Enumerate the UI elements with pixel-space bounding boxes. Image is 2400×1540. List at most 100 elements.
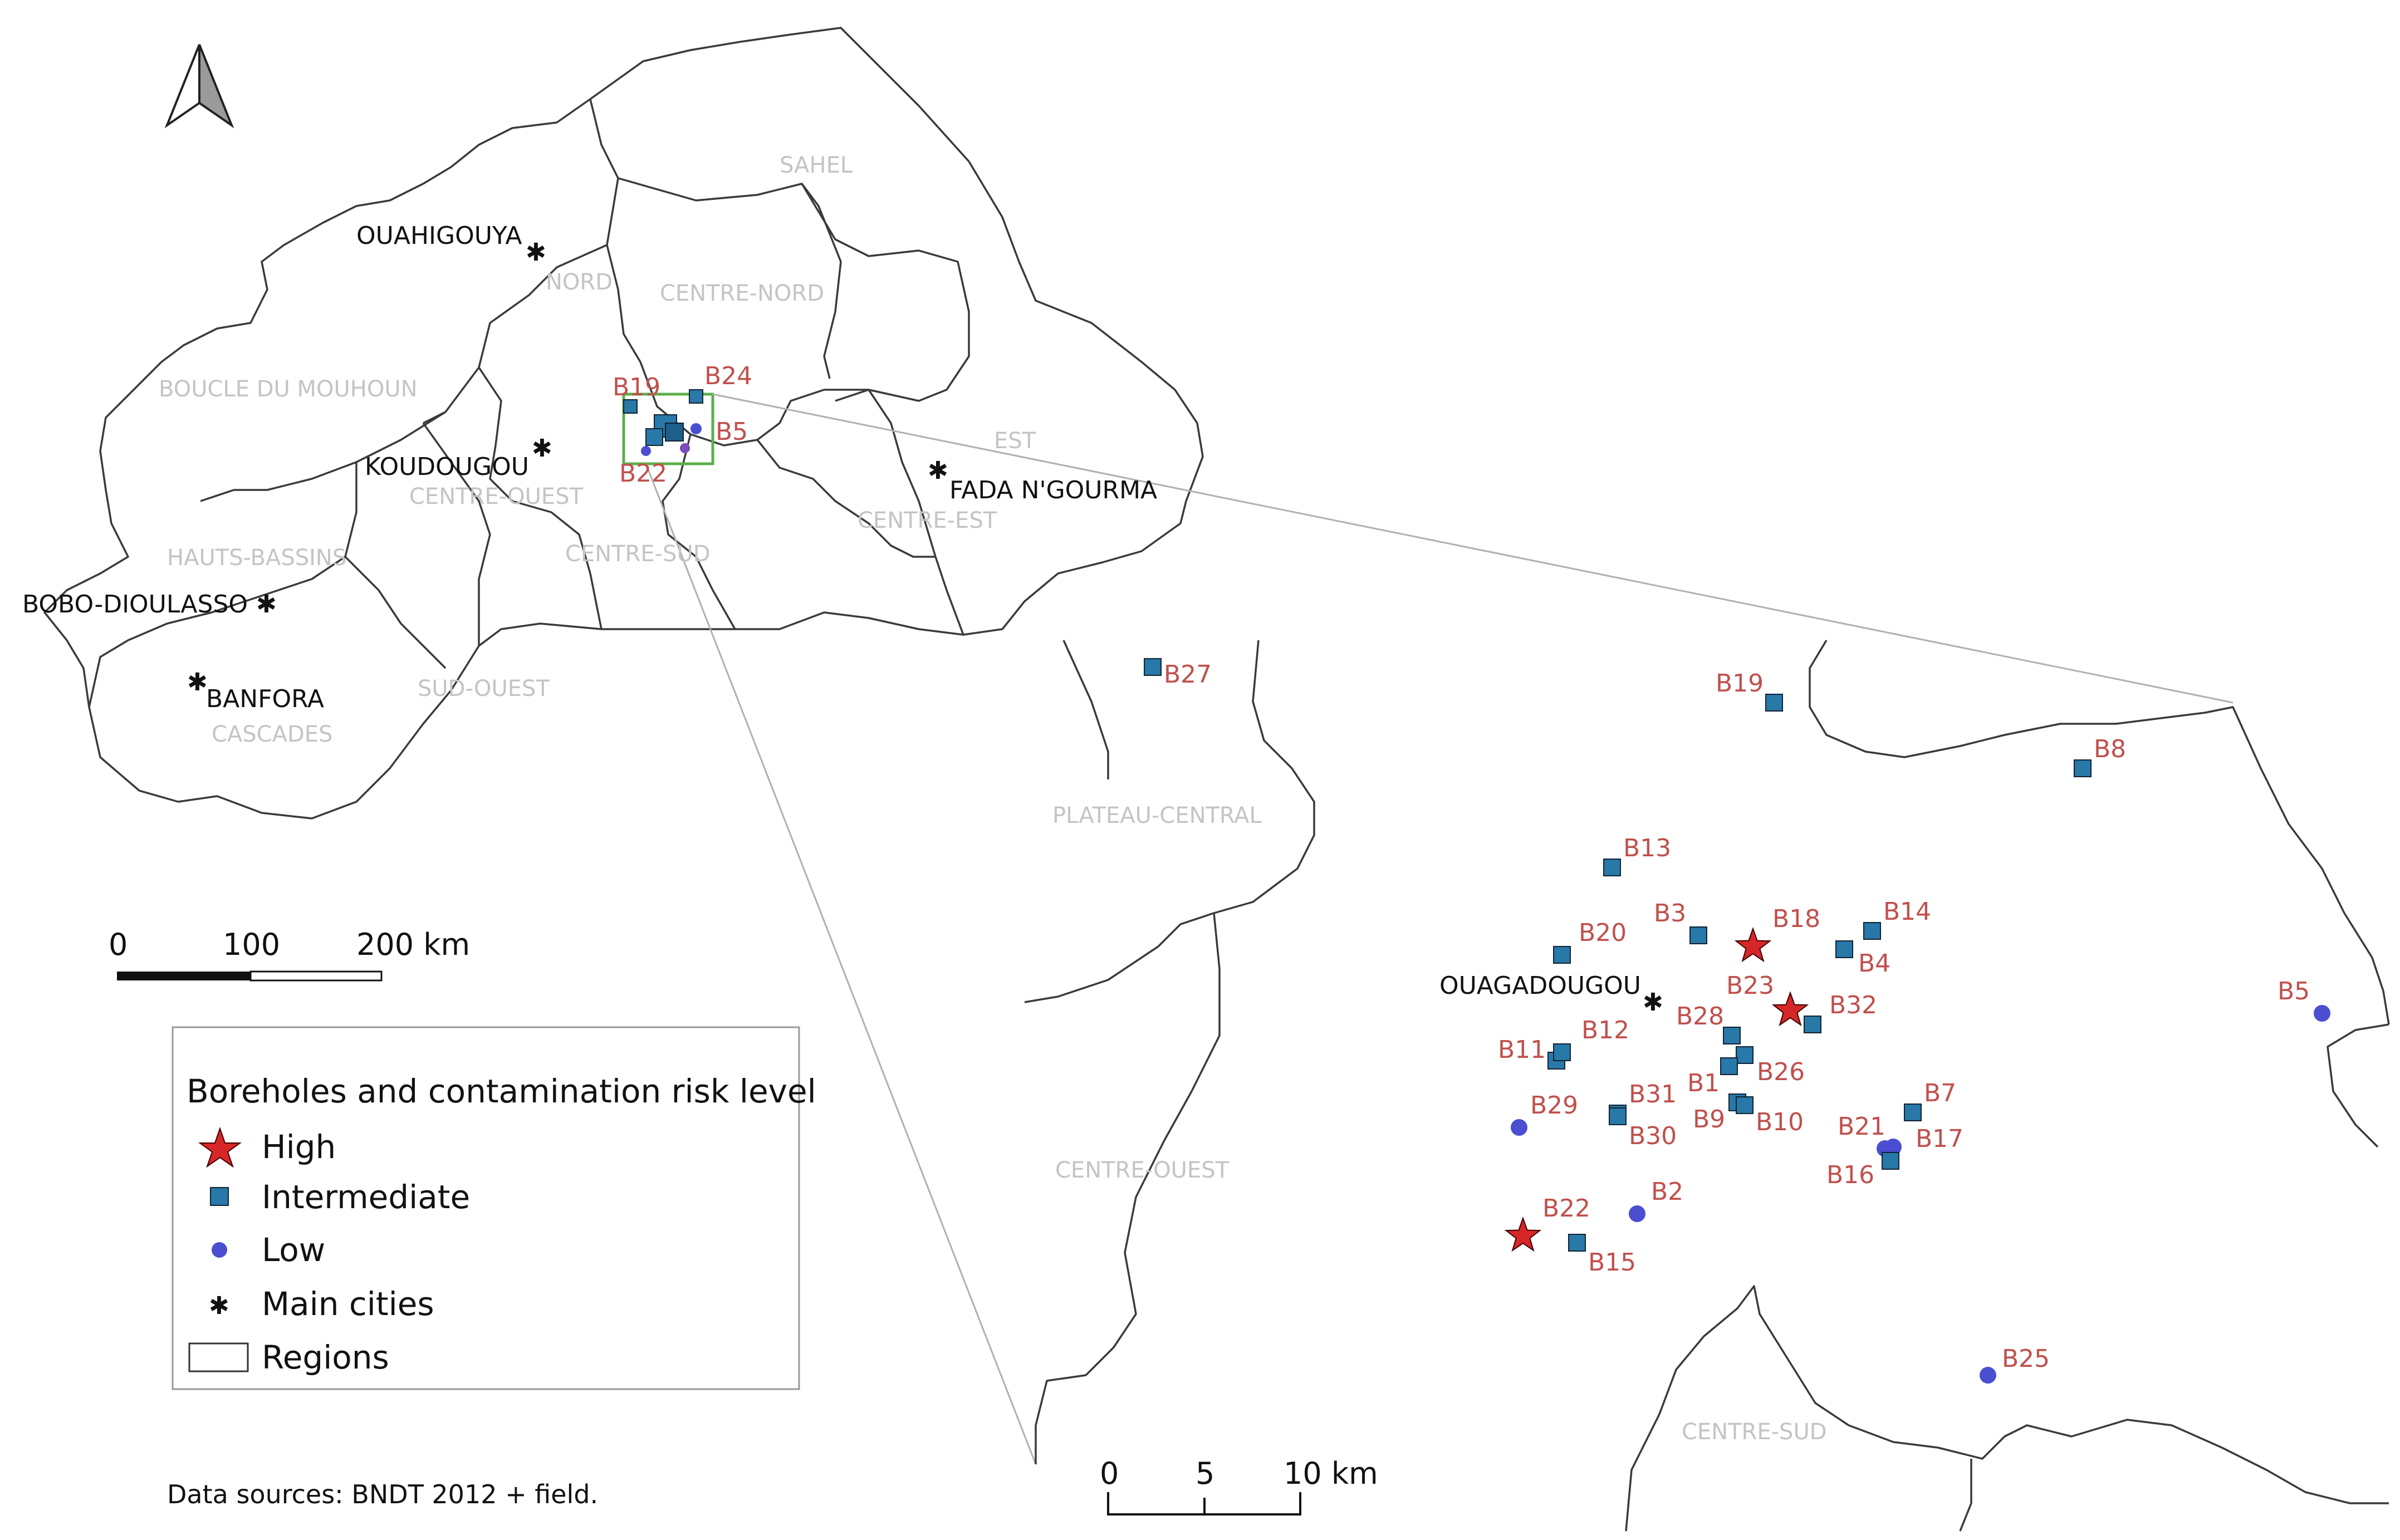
borehole-marker-b28	[1723, 1027, 1741, 1044]
city-label: OUAGADOUGOU	[1439, 972, 1641, 1000]
borehole-marker-b25	[1980, 1367, 1996, 1384]
borehole-marker-b5	[2314, 1005, 2330, 1022]
region-boundaries	[88, 99, 970, 708]
city-asterisk-icon: ✱	[928, 457, 948, 485]
borehole-marker-b18	[1734, 926, 1772, 963]
borehole-marker-b10	[1736, 1096, 1754, 1114]
inset-scale-bar: 0 5 10 km	[1100, 1456, 1378, 1516]
borehole-marker-b2	[1629, 1205, 1645, 1222]
inset-region-label: PLATEAU-CENTRAL	[1052, 803, 1262, 828]
region-label: CENTRE-NORD	[660, 281, 824, 306]
overview-borehole-label: B24	[704, 362, 752, 390]
borehole-marker-b20	[1553, 946, 1571, 964]
borehole-label-b22: B22	[1542, 1194, 1590, 1223]
legend-label: Regions	[262, 1338, 389, 1376]
empty-rectangle-icon	[188, 1342, 249, 1372]
city-asterisk-icon: ✱	[256, 590, 277, 619]
zoom-line-bottom	[645, 463, 1037, 1465]
borehole-label-b5: B5	[2277, 977, 2310, 1006]
inset-region-label: CENTRE-SUD	[1682, 1419, 1827, 1445]
borehole-label-b1: B1	[1687, 1069, 1720, 1097]
city-asterisk-icon: ✱	[187, 668, 208, 697]
overview-borehole-label: B22	[619, 459, 667, 488]
borehole-label-b27: B27	[1164, 660, 1212, 689]
borehole-marker-b13	[1603, 859, 1621, 876]
borehole-marker-b8	[2074, 759, 2092, 777]
borehole-label-b30: B30	[1629, 1122, 1677, 1150]
borehole-marker-b30	[1609, 1107, 1627, 1125]
legend: Boreholes and contamination risk level H…	[172, 1026, 816, 1390]
region-label: BOUCLE DU MOUHOUN	[159, 376, 418, 402]
borehole-label-b25: B25	[2002, 1345, 2050, 1373]
borehole-marker-b19	[1765, 694, 1783, 712]
borehole-marker-b16	[1882, 1152, 1899, 1170]
city-label: OUAHIGOUYA	[356, 222, 522, 250]
borehole-label-b31: B31	[1629, 1080, 1677, 1109]
borehole-marker-b32	[1804, 1016, 1821, 1033]
borehole-label-b11: B11	[1498, 1036, 1546, 1064]
borehole-marker-b15	[1568, 1234, 1586, 1252]
legend-title: Boreholes and contamination risk level	[187, 1072, 816, 1110]
borehole-label-b23: B23	[1726, 972, 1774, 1000]
inset-boundaries	[1024, 640, 2390, 1532]
borehole-label-b18: B18	[1772, 905, 1820, 933]
borehole-marker-b23	[1771, 990, 1809, 1027]
borehole-label-b12: B12	[1581, 1016, 1629, 1044]
region-label: SUD-OUEST	[418, 676, 550, 702]
borehole-label-b15: B15	[1588, 1248, 1636, 1277]
borehole-label-b2: B2	[1651, 1178, 1683, 1206]
borehole-label-b3: B3	[1654, 899, 1686, 928]
overview-borehole-label: B5	[716, 418, 748, 446]
region-label: CENTRE-EST	[858, 508, 997, 533]
scale-label: 10 km	[1284, 1456, 1378, 1491]
scale-label: 100	[223, 927, 280, 962]
borehole-label-b28: B28	[1676, 1002, 1724, 1031]
city-asterisk-icon: ✱	[532, 434, 552, 463]
borehole-label-b10: B10	[1756, 1108, 1804, 1136]
city-asterisk-icon: ✱	[526, 238, 546, 267]
data-source-note: Data sources: BNDT 2012 + field.	[167, 1479, 598, 1509]
borehole-label-b21: B21	[1838, 1112, 1885, 1141]
borehole-label-b9: B9	[1693, 1105, 1725, 1134]
borehole-marker-b1	[1720, 1057, 1738, 1075]
borehole-marker-b29	[1511, 1119, 1527, 1136]
region-label: EST	[994, 428, 1036, 454]
city-label: KOUDOUGOU	[365, 453, 529, 481]
zoom-line-top	[712, 393, 2234, 704]
blue-square-icon	[210, 1187, 229, 1206]
overview-scale-bar: 0 100 200 km	[109, 927, 470, 982]
legend-label: Main cities	[262, 1285, 434, 1323]
red-star-icon	[198, 1126, 242, 1168]
north-arrow-icon	[164, 44, 234, 129]
overview-borehole-label: B19	[613, 373, 660, 401]
legend-label: Low	[262, 1231, 325, 1269]
borehole-marker-b4	[1835, 940, 1853, 958]
overview-borehole-cluster: B19 B24 B5 B22	[613, 362, 752, 488]
inset-region-label: CENTRE-OUEST	[1055, 1158, 1230, 1183]
region-label: CASCADES	[212, 722, 332, 747]
borehole-label-b32: B32	[1829, 991, 1877, 1019]
borehole-marker-b26	[1736, 1046, 1754, 1064]
region-label: NORD	[546, 269, 613, 295]
legend-frame	[172, 1026, 800, 1390]
scale-label: 0	[1100, 1456, 1119, 1491]
inset-map: PLATEAU-CENTRAL CENTRE-OUEST CENTRE-SUD …	[1024, 640, 2390, 1532]
city-label: BOBO-DIOULASSO	[22, 590, 248, 619]
borehole-label-b16: B16	[1826, 1161, 1874, 1189]
borehole-label-b26: B26	[1757, 1058, 1805, 1086]
scale-label: 5	[1196, 1456, 1214, 1491]
borehole-label-b7: B7	[1924, 1079, 1956, 1107]
borehole-marker-b27	[1144, 658, 1162, 676]
borehole-marker-b14	[1863, 922, 1881, 940]
scale-label: 0	[109, 927, 128, 962]
city-asterisk-icon: ✱	[1643, 988, 1663, 1017]
asterisk-icon: ✱	[209, 1292, 229, 1320]
overview-cities: ✱ OUAHIGOUYA ✱ KOUDOUGOU ✱ FADA N'GOURMA…	[22, 222, 1157, 713]
borehole-marker-b12	[1553, 1043, 1571, 1061]
legend-label: Intermediate	[262, 1178, 470, 1216]
borehole-label-b19: B19	[1716, 669, 1764, 698]
borehole-label-b8: B8	[2094, 735, 2126, 763]
